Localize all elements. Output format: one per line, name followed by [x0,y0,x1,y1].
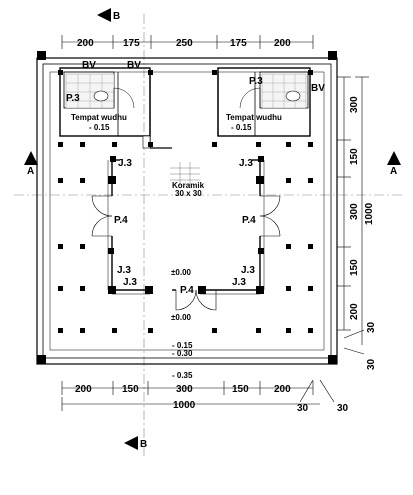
level-ground: - 0.35 [172,371,193,380]
level-step-1: - 0.15 [172,341,193,350]
bv-label-left: BV [82,60,96,71]
wudhu-level-left: - 0.15 [89,123,110,132]
toilet-icon [285,90,301,102]
door-right [259,195,281,237]
dim-bottom-1: 200 [75,384,92,395]
bv-label-right: BV [311,83,325,94]
dim-bottom-3: 300 [176,384,193,395]
floor-size: 30 x 30 [175,189,202,198]
dim-right-total: 1000 [364,202,375,225]
section-b-top-label: B [113,11,120,22]
section-a-left: A [24,151,38,177]
dim-top-4: 175 [230,38,247,49]
dim-right-1: 300 [349,96,360,113]
dim-right-small-2: 30 [366,358,377,370]
section-a-left-label: A [27,166,34,177]
terrace-edge [49,71,325,351]
level-hall: ±0.00 [171,268,192,277]
dim-bottom-small-1: 30 [297,403,309,414]
columns [58,70,313,333]
dim-top-3: 250 [176,38,193,49]
p3-label-right: P.3 [249,76,263,87]
dim-top-1: 200 [77,38,94,49]
j3-label-mid-right: J.3 [241,265,255,276]
wudhu-room-left [59,67,172,149]
dim-right-small-1: 30 [366,321,377,333]
dim-right-3: 300 [349,203,360,220]
j3-label-bottom-left: J.3 [123,277,137,288]
dim-top-5: 200 [274,38,291,49]
bv-label-center: BV [127,60,141,71]
section-b-top: B [97,8,120,22]
dim-right-5: 200 [349,303,360,320]
wudhu-label-left: Tempat wudhu [71,113,127,122]
dim-right-4: 150 [349,259,360,276]
wudhu-room-right [217,67,311,137]
outer-wall [36,57,338,365]
j3-label-top-right: J.3 [239,158,253,169]
wudhu-level-right: - 0.15 [231,123,252,132]
p4-label-bottom: P.4 [180,285,194,296]
dim-bottom-5: 200 [274,384,291,395]
p4-label-right: P.4 [242,215,256,226]
j3-label-mid-left: J.3 [117,265,131,276]
wudhu-label-right: Tempat wudhu [226,113,282,122]
door-left [91,195,113,237]
top-dimension: 200 175 250 175 200 [61,35,314,49]
dim-bottom-total: 1000 [173,400,196,411]
j3-label-top-left: J.3 [118,158,132,169]
level-step-2: - 0.30 [172,349,193,358]
floor-label: Koramik [172,181,205,190]
dim-bottom-small-2: 30 [337,403,349,414]
toilet-icon [93,90,109,102]
dim-bottom-4: 150 [232,384,249,395]
p4-label-left: P.4 [114,215,128,226]
right-dimension: 300 150 300 150 200 1000 30 30 [337,76,377,370]
section-b-bottom: B [124,436,147,450]
j3-label-bottom-right: J.3 [232,277,246,288]
bottom-dimension: 200 150 300 150 200 1000 30 30 [61,379,349,414]
p3-label-left: P.3 [66,93,80,104]
section-a-right: A [387,151,401,177]
dim-right-2: 150 [349,148,360,165]
door-bottom [175,289,217,311]
section-a-right-label: A [390,166,397,177]
section-b-bottom-label: B [140,439,147,450]
outer-wall-inner [42,63,332,359]
level-porch: ±0.00 [171,313,192,322]
dim-bottom-2: 150 [122,384,139,395]
dim-top-2: 175 [123,38,140,49]
floor-tile-hatch [170,162,200,186]
